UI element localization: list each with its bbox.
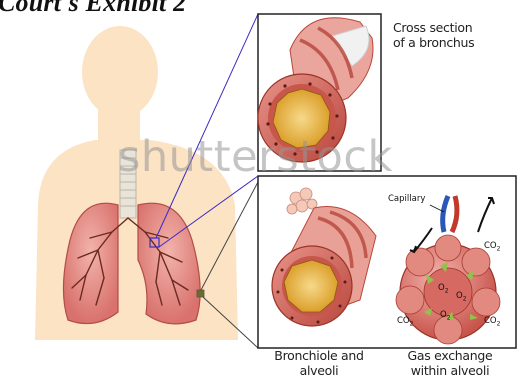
bronchiole-label: Bronchiole and alveoli [264,348,374,378]
co2-top-text: CO [484,241,497,251]
zoom-region-alveoli [197,290,204,297]
o2-a-text: O [438,283,445,293]
cross-section-label-line2: of a bronchus [393,35,474,50]
co2-left-text: CO [397,316,410,326]
o2-label-b: O2 [456,291,467,305]
cross-section-label-line1: Cross section [393,20,474,35]
cross-section-label: Cross section of a bronchus [393,20,474,50]
capillary-label: Capillary [388,194,425,204]
bronchiole-label-line2: alveoli [264,363,374,378]
co2-label-top: CO2 [484,241,500,255]
o2-b-text: O [456,291,463,301]
gas-exchange-label-line1: Gas exchange [398,348,502,363]
co2-label-left: CO2 [397,316,413,330]
co2-right-text: CO [484,316,497,326]
gas-exchange-label: Gas exchange within alveoli [398,348,502,378]
o2-c-text: O [440,310,447,320]
bronchiole-label-line1: Bronchiole and [264,348,374,363]
gas-exchange-label-line2: within alveoli [398,363,502,378]
watermark-text: shutterstock [118,132,393,182]
o2-label-c: O2 [440,310,451,324]
o2-label-a: O2 [438,283,449,297]
page-title: Court's Exhibit 2 [0,0,186,18]
co2-label-right: CO2 [484,316,500,330]
